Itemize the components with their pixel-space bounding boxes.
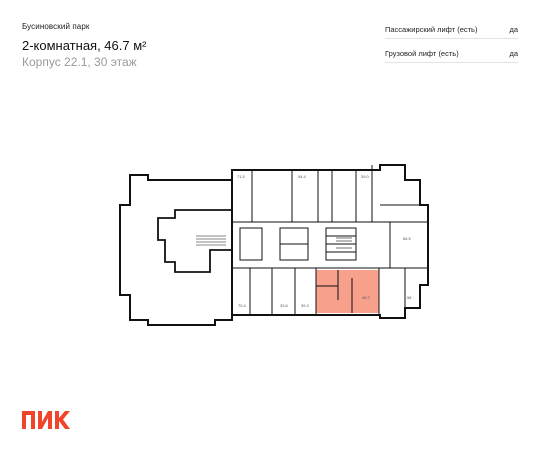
spec-label: Пассажирский лифт (есть) xyxy=(385,25,478,34)
spec-value: да xyxy=(509,49,518,58)
apartment-subtitle: Корпус 22.1, 30 этаж xyxy=(22,55,137,69)
selected-apartment[interactable] xyxy=(316,270,379,313)
staircase xyxy=(196,235,352,249)
pik-logo xyxy=(22,411,70,429)
apartment-area-label: 66.5 xyxy=(403,236,412,241)
left-tower-outline xyxy=(119,174,233,326)
apartment-area-label: 54.4 xyxy=(298,174,307,179)
apartment-area-label: 71.5 xyxy=(237,174,246,179)
spec-passenger-lift: Пассажирский лифт (есть) да xyxy=(385,25,518,34)
apartment-title: 2-комнатная, 46.7 м² xyxy=(22,38,147,53)
right-tower-outline xyxy=(231,164,429,319)
spec-divider xyxy=(385,62,518,63)
apartment-area-label: 70.4 xyxy=(238,303,247,308)
apartment-area-label: 39.0 xyxy=(361,174,370,179)
spec-freight-lift: Грузовой лифт (есть) да xyxy=(385,49,518,58)
spec-value: да xyxy=(509,25,518,34)
project-name: Бусиновский парк xyxy=(22,22,90,31)
apartment-area-label: 46.7 xyxy=(362,295,371,300)
apartment-area-label: 39.3 xyxy=(301,303,310,308)
left-tower-core xyxy=(157,209,233,273)
spec-label: Грузовой лифт (есть) xyxy=(385,49,459,58)
apartment-area-label: 58 xyxy=(407,295,412,300)
spec-divider xyxy=(385,38,518,39)
apartment-area-label: 33.6 xyxy=(280,303,289,308)
